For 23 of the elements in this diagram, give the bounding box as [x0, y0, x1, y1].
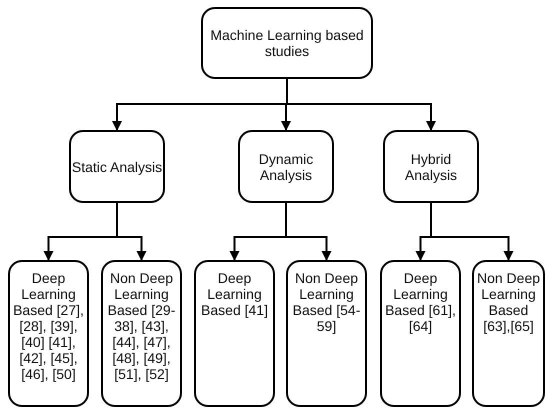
- category-box: [286, 260, 367, 407]
- node-label: Deep Learning Based [27], [28], [39], [40] [41],[42], [45],[46], [50]: [12, 270, 85, 382]
- node-label: Hybrid Analysis: [404, 150, 458, 182]
- node-label: Deep Learning Based [61],[64]: [384, 270, 457, 334]
- node-label: Non Deep Learning Based [54-59]: [292, 270, 362, 334]
- topic-box: [238, 130, 334, 203]
- connector-arrow: [116, 203, 146, 261]
- category-box: [8, 260, 89, 407]
- category-box: [101, 260, 182, 407]
- node-label: Deep Learning Based [41]: [200, 270, 269, 318]
- topic-box: [383, 130, 479, 203]
- category-box: [194, 260, 275, 407]
- node-label: Dynamic Analysis: [258, 150, 314, 182]
- category-box: [472, 260, 545, 407]
- category-box: [380, 260, 461, 407]
- connector-arrow: [286, 79, 436, 131]
- node-label: Non Deep Learning Based [29-38], [43],[44], [47],[48], [49],[51], [52]: [106, 270, 176, 382]
- node-label: Static Analysis: [72, 158, 162, 174]
- topic-box: [201, 7, 373, 79]
- node-label: Machine Learning based studies: [209, 27, 365, 59]
- node-label: Non Deep Learning Based [63],[65]: [476, 270, 542, 334]
- connector-arrow: [285, 203, 332, 261]
- topic-box: [69, 130, 165, 203]
